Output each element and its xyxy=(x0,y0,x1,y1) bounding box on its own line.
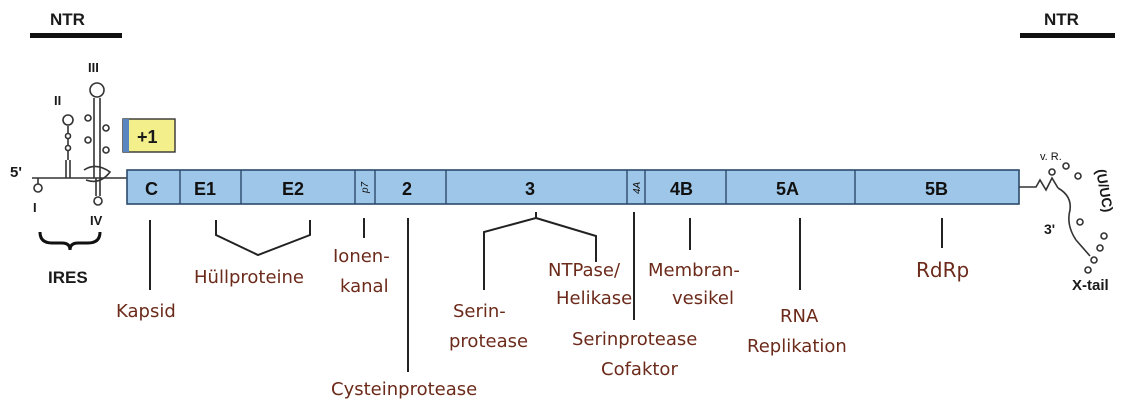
plus-one-label: +1 xyxy=(137,127,158,147)
segment-2: 2 xyxy=(402,179,412,199)
label-membran-2: vesikel xyxy=(672,288,734,309)
plus-one-marker: +1 xyxy=(122,118,176,153)
label-ntpase-2: Helikase xyxy=(556,288,632,309)
ires-structure xyxy=(32,82,128,206)
label-rdrp: RdRp xyxy=(916,258,969,282)
segment-4A: 4A xyxy=(632,181,643,194)
stem-loop-IV-label: IV xyxy=(90,213,103,228)
label-rna: RNA xyxy=(780,306,819,327)
ires-brace xyxy=(38,231,102,251)
ntr-right-bar xyxy=(1020,33,1115,38)
segment-4B: 4B xyxy=(670,179,693,199)
polyprotein-bar: C E1 E2 p7 2 3 4A 4B 5A 5B xyxy=(126,169,1020,205)
segment-p7: p7 xyxy=(360,181,371,194)
connector-lines xyxy=(149,212,943,372)
ntr-left-bar xyxy=(30,33,122,38)
segment-5A: 5A xyxy=(776,179,799,199)
label-membran-1: Membran- xyxy=(648,260,740,281)
label-serinprotease-1: Serin- xyxy=(453,301,506,322)
ntr-right-label: NTR xyxy=(1044,10,1079,29)
ntr-left: NTR xyxy=(30,10,122,38)
stem-loop-III-label: III xyxy=(88,60,99,75)
label-kapsid: Kapsid xyxy=(116,301,176,322)
label-ntpase-1: NTPase/ xyxy=(548,260,621,281)
label-cofaktor-2: Cofaktor xyxy=(601,359,678,380)
label-huellproteine: Hüllproteine xyxy=(194,267,304,288)
label-replikation: Replikation xyxy=(747,336,847,357)
variable-region-label: v. R. xyxy=(1040,151,1062,163)
five-prime-label: 5' xyxy=(10,164,22,181)
x-tail-label: X-tail xyxy=(1072,277,1109,294)
label-cysteinprotease: Cysteinprotease xyxy=(331,379,477,400)
segment-5B: 5B xyxy=(925,179,948,199)
ntr-right: NTR xyxy=(1020,10,1115,38)
stem-loop-I-label: I xyxy=(33,200,37,215)
segment-3: 3 xyxy=(525,179,535,199)
label-cofaktor-1: Serinprotease xyxy=(572,329,697,350)
label-ionenkanal-2: kanal xyxy=(340,276,389,297)
stem-loop-II-label: II xyxy=(54,93,61,108)
three-prime-structure xyxy=(1019,162,1108,274)
segment-E1: E1 xyxy=(194,179,216,199)
label-serinprotease-2: protease xyxy=(449,331,528,352)
three-prime-label: 3' xyxy=(1044,221,1055,237)
segment-E2: E2 xyxy=(282,179,304,199)
uuc-label: (U/UC) xyxy=(1093,168,1116,214)
ires-label: IRES xyxy=(48,268,88,287)
ntr-left-label: NTR xyxy=(50,10,85,29)
label-ionenkanal-1: Ionen- xyxy=(333,246,390,267)
segment-C: C xyxy=(145,179,158,199)
